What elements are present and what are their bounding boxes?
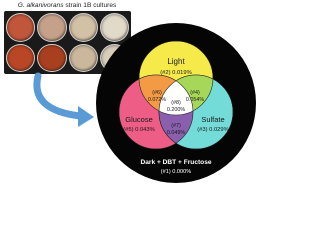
sulfate-label: Sulfate [201,115,224,124]
background-label: Dark + DBT + Fructose [140,159,211,166]
species-name: G. alkanivorans [17,2,64,9]
center-overlap [159,75,193,115]
glucose-sulfate-id: (#7) [171,123,181,129]
center-overlap-inner [159,75,193,115]
culture-plate-7 [68,43,98,72]
light-glucose-id: (#6) [152,90,162,96]
light-value: (#2) 0.019% [160,70,192,76]
light-sulfate-value: 0.054% [186,97,204,103]
light-label: Light [167,57,185,66]
glucose-label: Glucose [125,115,153,124]
light-sulfate-id: (#4) [190,90,200,96]
strain-label: strain 1B cultures [65,2,117,9]
background-value: (#1) 0.000% [161,169,191,175]
culture-plate-3 [68,13,98,42]
culture-plate-2 [37,13,67,42]
sulfate-value: (#3) 0.029% [197,127,229,133]
arrow-body [33,72,84,120]
glucose-value: (#5) 0.043% [123,127,155,133]
glucose-sulfate-value: 0.049% [167,130,185,136]
venn-diagram: Light (#2) 0.019% Glucose (#5) 0.043% Su… [33,23,256,183]
culture-plate-5 [6,43,36,72]
light-glucose-value: 0.072% [148,97,166,103]
center-value: 0.200% [167,107,185,113]
culture-plate-6 [37,43,67,72]
sulfate-circle-outline [158,74,234,150]
culture-plate-4 [99,13,129,42]
culture-plate-1 [6,13,36,42]
arrow-head [78,106,94,127]
culture-plates-photo [4,11,131,74]
figure-title: G. alkanivorans strain 1B cultures [8,2,126,9]
light-circle-outline [138,40,214,116]
center-overlap-outer [159,75,193,115]
center-id: (#8) [171,100,181,106]
glucose-circle-outline [118,74,194,150]
